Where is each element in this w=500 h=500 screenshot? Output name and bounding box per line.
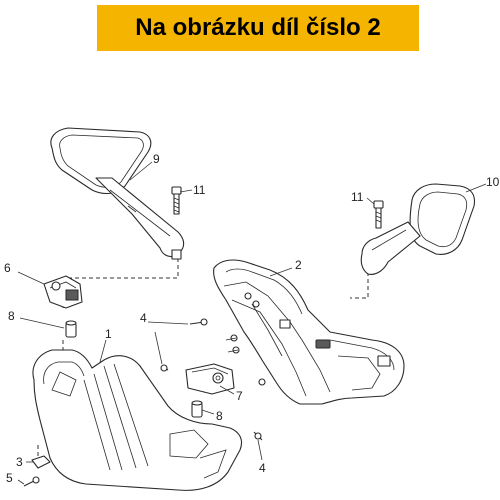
front-cover-part-1 [32, 349, 243, 491]
label-part-7: 7 [236, 389, 243, 403]
left-mirror-part-9 [50, 127, 185, 260]
screw-part-4-lower [253, 431, 263, 441]
label-part-6: 6 [4, 261, 11, 275]
screw-part-11-right [373, 200, 384, 229]
screw-part-5 [23, 476, 40, 487]
label-part-10: 10 [486, 175, 500, 189]
label-part-2: 2 [295, 258, 302, 272]
screw-part-11-left [171, 186, 182, 215]
clamp-part-6 [43, 275, 83, 309]
rear-cover-part-2 [213, 259, 405, 405]
spacer-part-8-lower [191, 400, 203, 418]
label-part-9: 9 [153, 152, 160, 166]
label-part-3: 3 [16, 455, 23, 469]
label-part-4-upper: 4 [140, 311, 147, 325]
label-part-8-upper: 8 [8, 309, 15, 323]
banner-text: Na obrázku díl číslo 2 [135, 14, 381, 41]
label-part-4-lower: 4 [259, 461, 266, 475]
label-part-5: 5 [6, 471, 13, 485]
clamp-part-7 [185, 363, 235, 395]
part-banner: Na obrázku díl číslo 2 [97, 5, 419, 51]
spacer-part-8-upper [65, 320, 77, 338]
right-mirror-part-10 [360, 183, 476, 275]
leader-lines [17, 161, 487, 485]
nut-part-3 [31, 455, 51, 469]
label-part-1: 1 [105, 327, 112, 341]
screw-part-4-middle [160, 364, 169, 372]
label-part-11-left: 11 [193, 183, 206, 197]
label-part-8-lower: 8 [216, 409, 223, 423]
label-part-11-right: 11 [351, 190, 364, 204]
screw-part-4-upper [189, 318, 208, 326]
